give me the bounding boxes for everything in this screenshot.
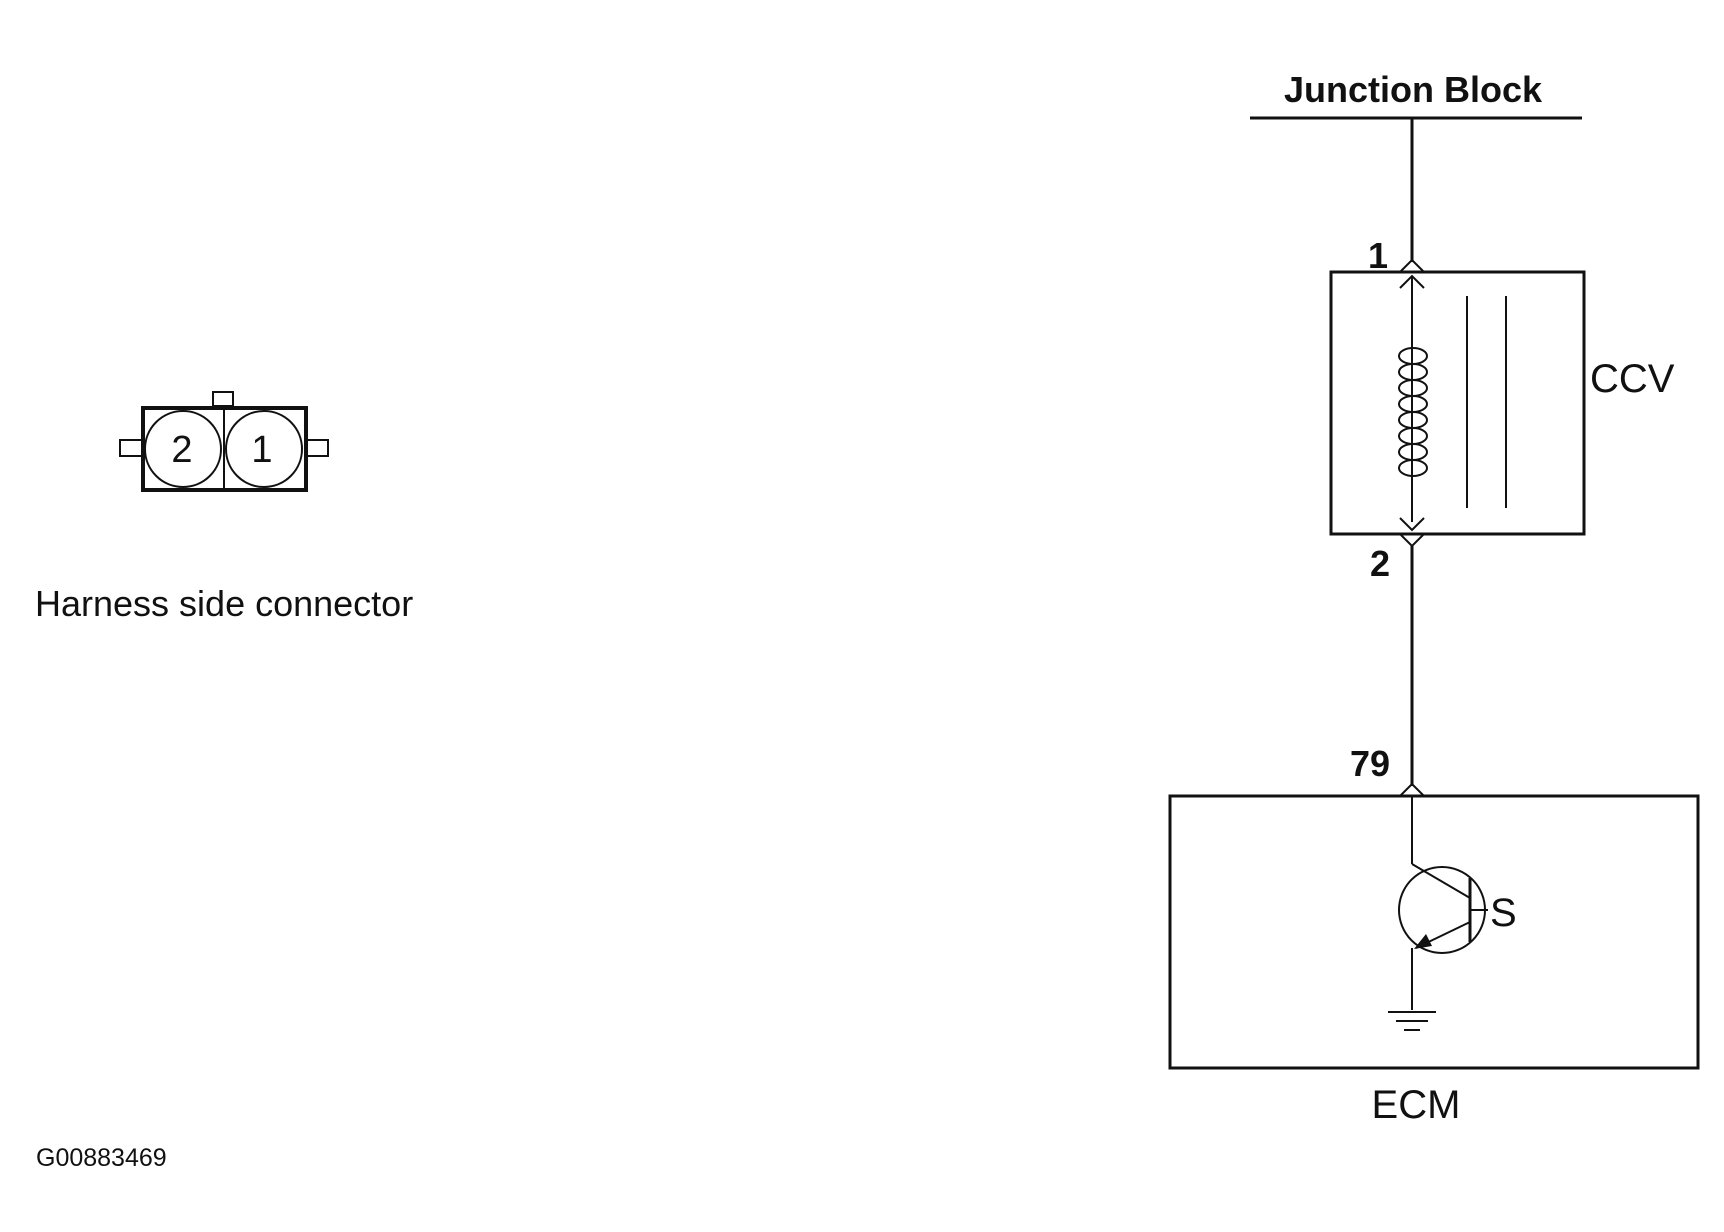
ccv-box	[1329, 270, 1586, 536]
transistor-icon	[1398, 863, 1488, 1010]
ccv-pin-2-label: 2	[1370, 543, 1390, 584]
connector-side-tab-right	[305, 439, 329, 457]
junction-block-label: Junction Block	[1284, 69, 1543, 110]
ccv-pin-1-label: 1	[1368, 235, 1388, 276]
ecm-component: S	[1168, 782, 1700, 1070]
ecm-label: ECM	[1372, 1083, 1461, 1127]
harness-connector-icon	[119, 391, 329, 492]
solenoid-coil-icon	[1398, 347, 1428, 477]
connector-pin-2-cavity	[144, 410, 222, 488]
connector-pin-2-label: 2	[171, 429, 192, 471]
connector-pin-1-cavity	[225, 410, 303, 488]
ground-icon	[1388, 1011, 1436, 1031]
ccv-component	[1329, 258, 1586, 548]
connector-side-tab-left	[119, 439, 143, 457]
figure-id: G00883469	[36, 1144, 167, 1172]
connector-pin-1-label: 1	[251, 429, 272, 471]
connector-lock-tab	[212, 391, 234, 407]
ccv-pin2-inner-arrow-icon	[1399, 517, 1425, 532]
ecm-pin-79-label: 79	[1350, 743, 1390, 784]
ccv-pin1-terminal-icon	[1399, 258, 1425, 273]
ecm-signal-label: S	[1490, 891, 1517, 935]
ccv-pin2-terminal-icon	[1399, 533, 1425, 548]
ccv-label: CCV	[1590, 357, 1675, 401]
ecm-box	[1168, 794, 1700, 1070]
connector-caption: Harness side connector	[35, 583, 413, 624]
ecm-pin79-terminal-icon	[1399, 782, 1425, 797]
